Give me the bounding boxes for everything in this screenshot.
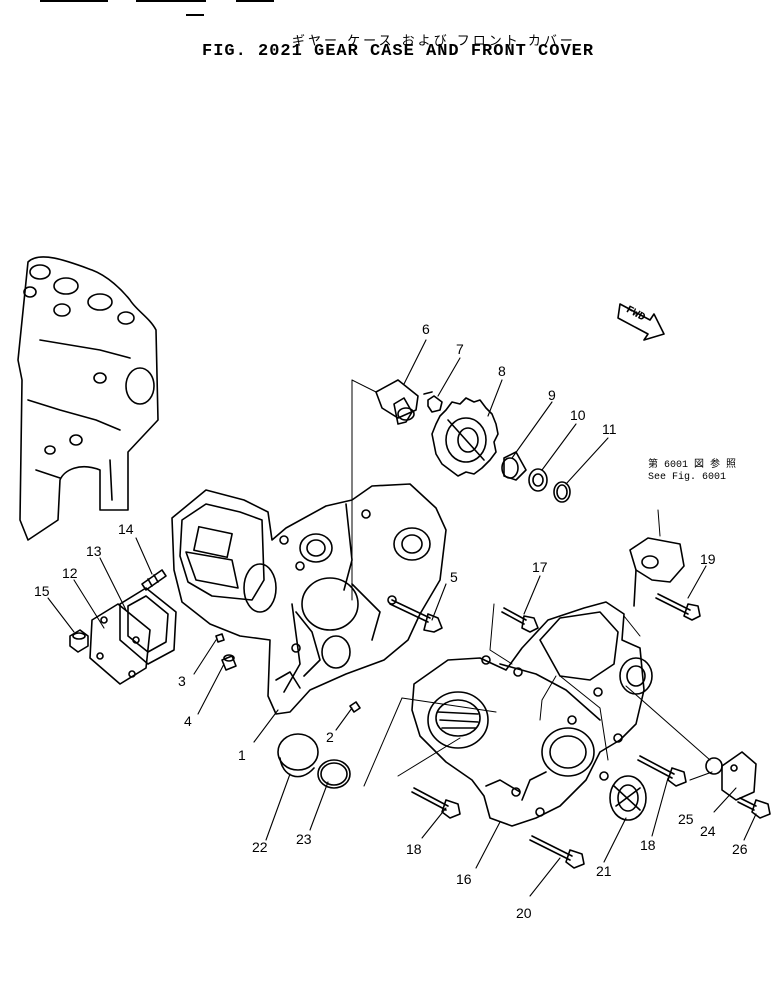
fwd-label: FWD	[624, 304, 647, 324]
callout-number: 14	[118, 521, 134, 537]
dowel-pin	[221, 654, 237, 671]
callout-number: 15	[34, 583, 50, 599]
figure-title-japanese: ギヤー ケース および フロント カバー	[292, 34, 576, 49]
bracket	[629, 537, 685, 607]
assembly-line	[351, 379, 711, 787]
callout-number: 11	[602, 421, 617, 437]
nut	[69, 629, 89, 653]
scan-edge-line	[236, 0, 274, 2]
bolt	[501, 607, 539, 633]
bushing	[501, 451, 527, 481]
bolt	[655, 593, 701, 621]
scan-edge-line	[40, 0, 108, 2]
dowel-pin	[215, 633, 225, 643]
idler-shaft	[375, 379, 419, 425]
callout-number: 18	[406, 841, 422, 857]
idler-gear	[431, 397, 499, 477]
callout-number: 1	[238, 747, 246, 763]
callout-group: 1 2 3 4 5 6 7 8 9 10 11 12 13 14 15 16 1…	[34, 321, 748, 921]
callout-number: 25	[678, 811, 694, 827]
bolt	[637, 755, 687, 787]
callout-number: 13	[86, 543, 102, 559]
cross-reference-english: See Fig. 6001	[648, 472, 727, 483]
callout-number: 3	[178, 673, 186, 689]
cross-reference-note: 第 6001 図 参 照 See Fig. 6001	[648, 460, 736, 484]
gasket	[119, 587, 177, 665]
snap-ring	[553, 481, 571, 503]
callout-number: 4	[184, 713, 192, 729]
bolt	[737, 797, 771, 819]
bolt	[389, 599, 443, 633]
callout-number: 6	[422, 321, 430, 337]
callout-number: 26	[732, 841, 748, 857]
plug	[349, 701, 361, 713]
callout-number: 24	[700, 823, 716, 839]
scan-edge-line	[186, 14, 204, 16]
callout-number: 16	[456, 871, 472, 887]
bolt	[529, 835, 585, 869]
thrust-washer	[528, 468, 548, 492]
callout-number: 22	[252, 839, 268, 855]
oil-seal	[609, 775, 647, 821]
stud-bolt	[141, 569, 167, 591]
gear-case	[171, 483, 447, 715]
callout-number: 19	[700, 551, 716, 567]
leader-line	[47, 339, 757, 897]
figure-title: FIG. 2021 GEAR CASE AND FRONT COVER	[202, 42, 595, 61]
callout-number: 23	[296, 831, 312, 847]
cap	[277, 733, 319, 778]
engine-block	[17, 256, 159, 541]
callout-number: 7	[456, 341, 464, 357]
forward-direction-arrow	[617, 303, 665, 341]
cover-plate	[721, 751, 757, 801]
callout-number: 12	[62, 565, 78, 581]
callout-number: 9	[548, 387, 556, 403]
scan-edge-line	[136, 0, 206, 2]
bolt	[423, 391, 443, 413]
callout-number: 17	[532, 559, 548, 575]
callout-number: 20	[516, 905, 532, 921]
cross-reference-japanese: 第 6001 図 参 照	[648, 460, 737, 471]
callout-number: 5	[450, 569, 458, 585]
callout-number: 21	[596, 863, 612, 879]
callout-number: 8	[498, 363, 506, 379]
o-ring	[317, 759, 351, 789]
front-cover	[411, 601, 653, 827]
callout-number: 2	[326, 729, 334, 745]
bolt	[411, 787, 461, 819]
callout-number: 18	[640, 837, 656, 853]
callout-number: 10	[570, 407, 586, 423]
gasket	[705, 757, 723, 775]
